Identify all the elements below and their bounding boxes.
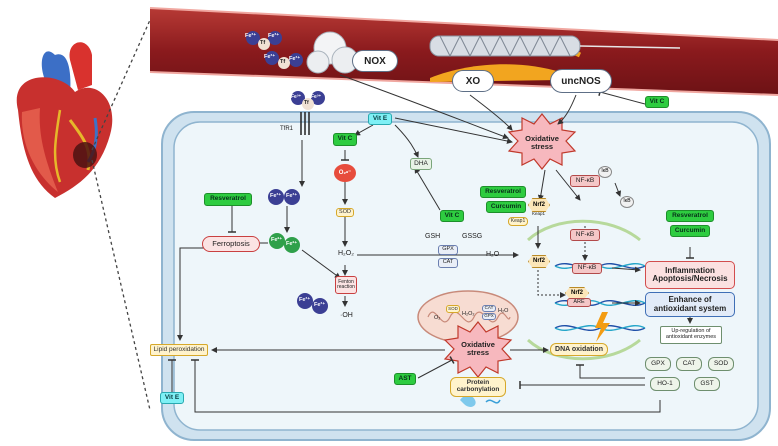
nrf2-free: Nrf2: [528, 255, 550, 268]
h2o2-left-label: H₂O₂: [338, 250, 354, 257]
antioxidant-system-box: Enhance of antioxidant system: [645, 292, 735, 317]
cell-fe3-tf-2: Fe³⁺: [311, 94, 322, 100]
vitc-badge-left: Vit C: [333, 133, 357, 146]
protein-carbonylation-box: Protein carbonylation: [450, 377, 506, 397]
transferrin-complexes: [246, 31, 303, 69]
iron-ions: [268, 91, 328, 314]
fenton-reaction-box: Fenton reaction: [335, 276, 357, 294]
are-box: ARE: [567, 298, 591, 307]
fe3-cell-3: Fe³⁺: [299, 297, 311, 303]
inflammation-box: Inflammation Apoptosis/Necrosis: [645, 261, 735, 289]
vessel-fe3-1: Fe³⁺: [245, 33, 257, 39]
enzyme-cat: CAT: [676, 357, 702, 371]
vessel-fe3-4: Fe³⁺: [289, 56, 301, 62]
superoxide-icon: O₂•⁻: [334, 164, 356, 182]
h2o-mid-label: H₂O: [486, 251, 500, 258]
stent-illustration: [429, 34, 681, 58]
nfkb-ikb-complex: NF-κB: [570, 175, 600, 187]
keap1-label-2: Keap1: [508, 217, 528, 226]
cell-fe3-tf-1: Fe³⁺: [291, 94, 302, 100]
fe2-cell-2: Fe²⁺: [286, 241, 298, 247]
upregulation-box: Up-regulation of antioxidant enzymes: [660, 326, 722, 344]
oxidative-stress-burst-top: [507, 113, 577, 170]
cat-mid-box: CAT: [438, 258, 458, 268]
resveratrol-badge-left: Resveratrol: [204, 193, 252, 206]
fe2-cell-1: Fe²⁺: [271, 237, 283, 243]
hydroxyl-radical-label: ·OH: [340, 312, 353, 319]
heart-illustration: [16, 42, 113, 198]
curcumin-badge-right: Curcumin: [670, 225, 710, 237]
resveratrol-badge-mid: Resveratrol: [480, 186, 526, 198]
vitc-badge-mid: Vit C: [440, 210, 464, 222]
lightning-icon: [595, 312, 610, 342]
vessel-tf-2: Tf: [280, 59, 286, 65]
ikb-released-icon: IκB: [620, 196, 634, 208]
tfr1-label: TfR1: [280, 126, 294, 132]
ferroptosis-box: Ferroptosis: [202, 236, 260, 252]
tfr1-receptor: [300, 112, 310, 135]
ikb-complex-icon: IκB: [598, 166, 612, 178]
nox-label: NOX: [352, 50, 398, 72]
gpx-mid-box: GPX: [438, 245, 458, 255]
lipid-peroxidation-box: Lipid peroxidation: [150, 344, 208, 356]
enzyme-gst: GST: [694, 377, 720, 391]
nfkb-nuclear: NF-κB: [572, 263, 602, 274]
dha-box: DHA: [410, 158, 432, 170]
gssg-label: GSSG: [462, 233, 483, 240]
mito-h2o2-label: H₂O₂: [462, 311, 475, 317]
mito-o2-label: O₂: [434, 315, 441, 321]
sod-left-label: SOD: [336, 208, 354, 217]
fe3-cell-2: Fe³⁺: [286, 193, 298, 199]
nrf2-keap1-complex: Nrf2: [528, 198, 550, 212]
mito-gpx-box: GPX: [482, 313, 496, 320]
protein-icon: [460, 395, 476, 407]
ast-badge: AST: [394, 373, 416, 385]
dna-oxidation-box: DNA oxidation: [550, 343, 608, 356]
vessel-tf-1: Tf: [260, 40, 266, 46]
vessel-fe3-2: Fe³⁺: [268, 33, 280, 39]
vite-badge-top: Vit E: [368, 113, 392, 125]
gsh-label: GSH: [425, 233, 441, 240]
nox-cluster: [306, 31, 359, 74]
fe3-cell-4: Fe³⁺: [314, 302, 326, 308]
enzyme-gpx: GPX: [645, 357, 671, 371]
nfkb-free: NF-κB: [570, 229, 600, 241]
mito-sod-box: SOD: [446, 305, 460, 313]
vitc-badge-top: Vit C: [645, 96, 669, 108]
enzyme-ho1: HO-1: [650, 377, 680, 391]
vite-badge-bottom: Vit E: [160, 392, 184, 404]
curcumin-badge-mid: Curcumin: [486, 201, 526, 213]
resveratrol-badge-right: Resveratrol: [666, 210, 714, 222]
mito-h2o-label: H₂O: [498, 308, 509, 314]
cell-tf: Tf: [304, 100, 309, 106]
oxidative-stress-bottom-label: Oxidative stress: [461, 340, 495, 357]
keap1-label-1: Keap1: [532, 211, 546, 216]
fe3-cell-1: Fe³⁺: [270, 193, 282, 199]
uncnos-label: uncNOS: [550, 69, 612, 93]
mito-cat-box: CAT: [482, 305, 496, 312]
enzyme-sod: SOD: [708, 357, 734, 371]
vessel-fe3-3: Fe³⁺: [264, 54, 276, 60]
oxidative-stress-top-label: Oxidative stress: [525, 134, 559, 151]
xo-label: XO: [452, 70, 494, 92]
